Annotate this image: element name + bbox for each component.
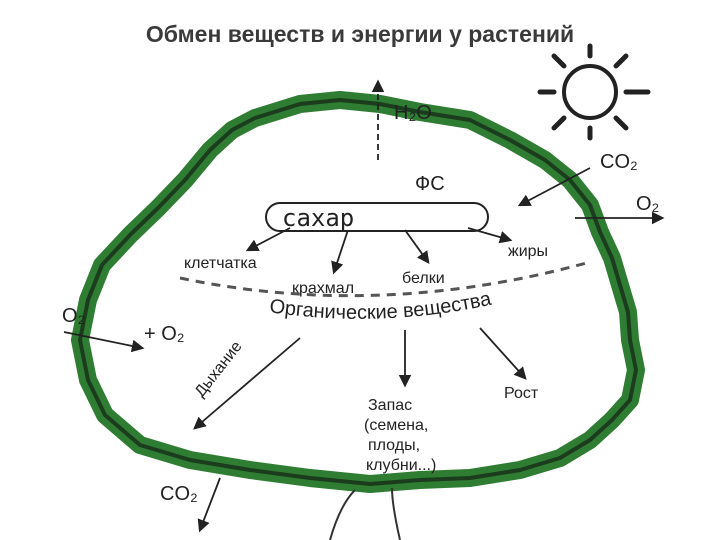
cellulose-label: клетчатка [184,255,257,272]
fats-arrow [468,228,510,240]
growth-arrow [480,328,525,378]
fats-label: жиры [508,243,548,260]
water-label: Н₂О [394,102,432,124]
tree-crown [80,100,636,484]
sun-icon [540,46,648,138]
storage-line4: клубни...) [366,457,436,474]
co2-out-label: CO₂ [160,483,198,505]
page-title: Обмен веществ и энергии у растений [146,21,574,47]
storage-line3: плоды, [368,437,420,454]
o2-in-label: O₂ [62,305,85,327]
sugar-label: сахар [282,204,354,232]
storage-line2: (семена, [364,417,428,434]
proteins-label: белки [402,270,445,287]
o2-out-label: O₂ [636,193,659,215]
storage-line1: Запас [368,397,412,414]
cellulose-arrow [248,228,290,250]
trunk-icon [330,488,400,540]
growth-label: Рост [504,385,539,402]
plus-o2-label: + O₂ [144,323,185,345]
starch-arrow [334,230,348,272]
photosynthesis-label: ФС [415,173,445,195]
proteins-arrow [405,230,428,262]
co2-out-arrow [200,478,220,530]
co2-in-label: CO₂ [600,151,638,173]
